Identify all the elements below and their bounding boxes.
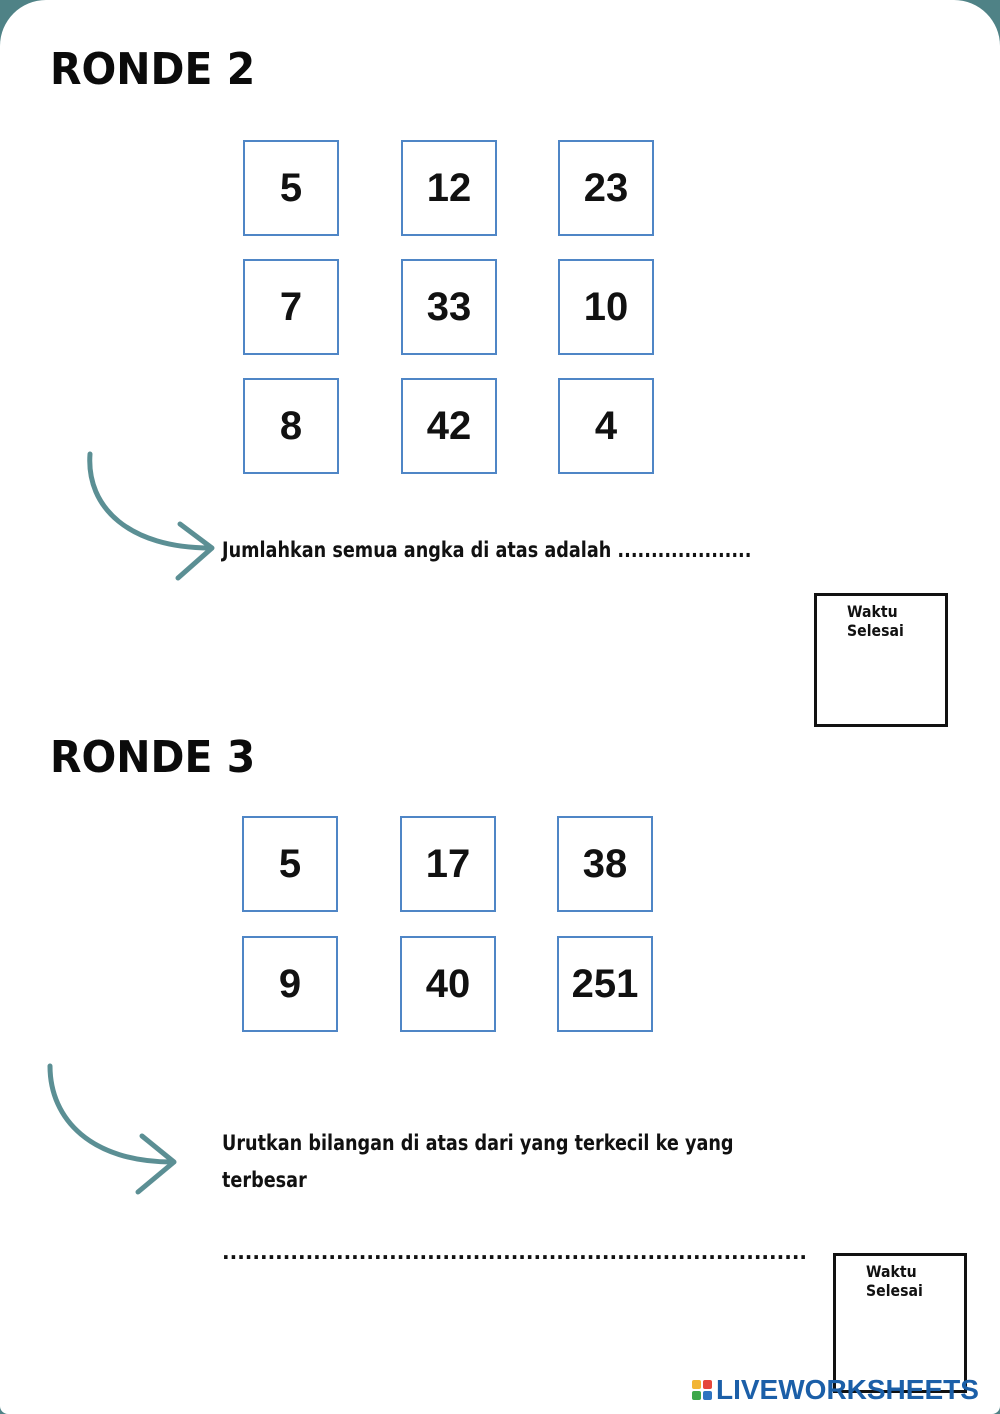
round-3-title: RONDE 3 — [50, 732, 256, 783]
round-3-instruction-line-1: Urutkan bilangan di atas dari yang terke… — [222, 1131, 734, 1155]
logo-text: LIVEWORKSHEETS — [716, 1374, 979, 1405]
round-2-number-box: 33 — [401, 259, 497, 355]
round-3-number-box: 38 — [557, 816, 653, 912]
time-label: Waktu Selesai — [847, 602, 904, 640]
round-2-number-box: 8 — [243, 378, 339, 474]
liveworksheets-logo: LIVEWORKSHEETS — [692, 1374, 979, 1406]
round-2-number-box: 7 — [243, 259, 339, 355]
curved-arrow-icon — [87, 451, 215, 581]
curved-arrow-icon — [47, 1063, 177, 1195]
time-label: Waktu Selesai — [866, 1262, 923, 1300]
liveworksheets-logo-icon — [692, 1380, 712, 1400]
round-2-number-box: 42 — [401, 378, 497, 474]
round-2-instruction: Jumlahkan semua angka di atas adalah ...… — [222, 538, 752, 562]
round-2-number-box: 5 — [243, 140, 339, 236]
round-2-number-box: 23 — [558, 140, 654, 236]
round-3-instruction-line-2: terbesar — [222, 1168, 307, 1192]
round-2-number-box: 4 — [558, 378, 654, 474]
round-3-number-box: 17 — [400, 816, 496, 912]
round-2-time-box[interactable]: Waktu Selesai — [814, 593, 948, 727]
round-2-title: RONDE 2 — [50, 44, 256, 95]
round-3-time-box[interactable]: Waktu Selesai — [833, 1253, 967, 1393]
round-3-number-box: 40 — [400, 936, 496, 1032]
round-3-number-box: 251 — [557, 936, 653, 1032]
round-2-number-box: 12 — [401, 140, 497, 236]
round-3-number-box: 9 — [242, 936, 338, 1032]
round-3-number-box: 5 — [242, 816, 338, 912]
round-2-number-box: 10 — [558, 259, 654, 355]
round-3-answer-line[interactable]: ........................................… — [222, 1240, 808, 1264]
